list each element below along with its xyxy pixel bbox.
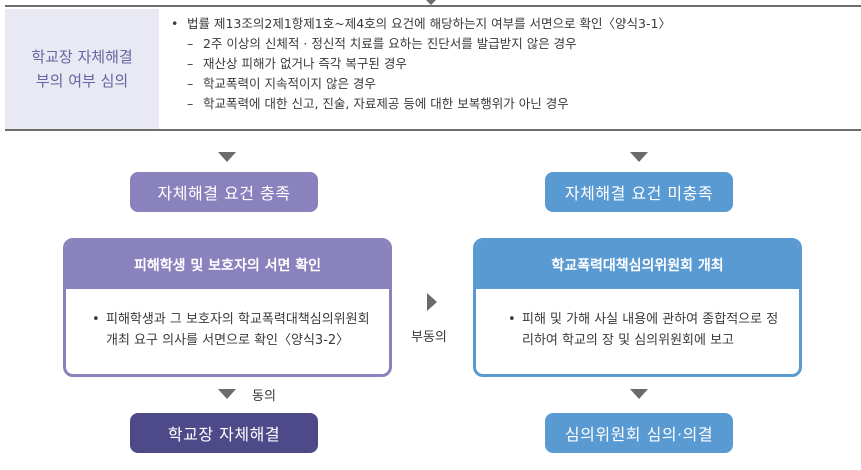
- dash-mark: –: [187, 36, 194, 51]
- criteria-sub-item: – 재산상 피해가 없거나 즉각 복구된 경우: [171, 54, 861, 74]
- criteria-content: • 법률 제13조의2제1항제1호~제4호의 요건에 해당하는지 여부를 서면으…: [171, 14, 861, 114]
- criteria-label-line1: 학교장 자체해결: [31, 48, 133, 66]
- written-confirmation-title: 피해학생 및 보호자의 서면 확인: [66, 241, 389, 289]
- bullet-mark: •: [171, 16, 179, 31]
- criteria-main-item: • 법률 제13조의2제1항제1호~제4호의 요건에 해당하는지 여부를 서면으…: [171, 14, 861, 34]
- dash-mark: –: [187, 56, 194, 71]
- criteria-label-line2: 부의 여부 심의: [35, 72, 129, 90]
- criteria-sub-item: – 2주 이상의 신체적 · 정신적 치료를 요하는 진단서를 발급받지 않은 …: [171, 34, 861, 54]
- arrow-right-icon: [427, 293, 437, 311]
- committee-meeting-text: 피해 및 가해 사실 내용에 관하여 종합적으로 정리하여 학교의 장 및 심의…: [522, 312, 779, 348]
- criteria-sub-text: 2주 이상의 신체적 · 정신적 치료를 요하는 진단서를 발급받지 않은 경우: [203, 36, 577, 51]
- arrow-down-icon: [630, 152, 648, 162]
- condition-met-label: 자체해결 요건 충족: [130, 172, 318, 212]
- arrow-down-icon: [218, 389, 236, 399]
- criteria-main-text: 법률 제13조의2제1항제1호~제4호의 요건에 해당하는지 여부를 서면으로 …: [187, 16, 671, 31]
- criteria-sub-text: 재산상 피해가 없거나 즉각 복구된 경우: [203, 56, 407, 71]
- committee-meeting-title: 학교폭력대책심의위원회 개최: [476, 241, 799, 289]
- committee-meeting-box: 학교폭력대책심의위원회 개최 • 피해 및 가해 사실 내용에 관하여 종합적으…: [473, 238, 802, 377]
- written-confirmation-body: • 피해학생과 그 보호자의 학교폭력대책심의위원회 개최 요구 의사를 서면으…: [66, 289, 389, 351]
- arrow-down-icon: [218, 152, 236, 162]
- criteria-sub-text: 학교폭력이 지속적이지 않은 경우: [203, 76, 376, 91]
- bullet-mark: •: [92, 312, 100, 327]
- dash-mark: –: [187, 76, 194, 91]
- committee-decision-result: 심의위원회 심의·의결: [545, 413, 733, 453]
- table-top-rule: [5, 5, 861, 7]
- dash-mark: –: [187, 96, 194, 111]
- disagree-label: 부동의: [411, 330, 447, 345]
- criteria-sub-text: 학교폭력에 대한 신고, 진술, 자료제공 등에 대한 보복행위가 아닌 경우: [203, 96, 569, 111]
- principal-resolution-result: 학교장 자체해결: [130, 413, 318, 453]
- agree-label: 동의: [252, 389, 276, 404]
- table-bottom-rule: [5, 129, 861, 131]
- criteria-sub-item: – 학교폭력이 지속적이지 않은 경우: [171, 74, 861, 94]
- written-confirmation-text: 피해학생과 그 보호자의 학교폭력대책심의위원회 개최 요구 의사를 서면으로 …: [106, 312, 370, 348]
- criteria-sub-item: – 학교폭력에 대한 신고, 진술, 자료제공 등에 대한 보복행위가 아닌 경…: [171, 94, 861, 114]
- bullet-mark: •: [508, 312, 516, 327]
- top-arrow-notch: [426, 0, 436, 5]
- committee-meeting-body: • 피해 및 가해 사실 내용에 관하여 종합적으로 정리하여 학교의 장 및 …: [476, 289, 799, 351]
- criteria-label-cell: 학교장 자체해결 부의 여부 심의: [5, 9, 159, 129]
- written-confirmation-box: 피해학생 및 보호자의 서면 확인 • 피해학생과 그 보호자의 학교폭력대책심…: [63, 238, 392, 377]
- arrow-down-icon: [630, 389, 648, 399]
- condition-not-met-label: 자체해결 요건 미충족: [545, 172, 733, 212]
